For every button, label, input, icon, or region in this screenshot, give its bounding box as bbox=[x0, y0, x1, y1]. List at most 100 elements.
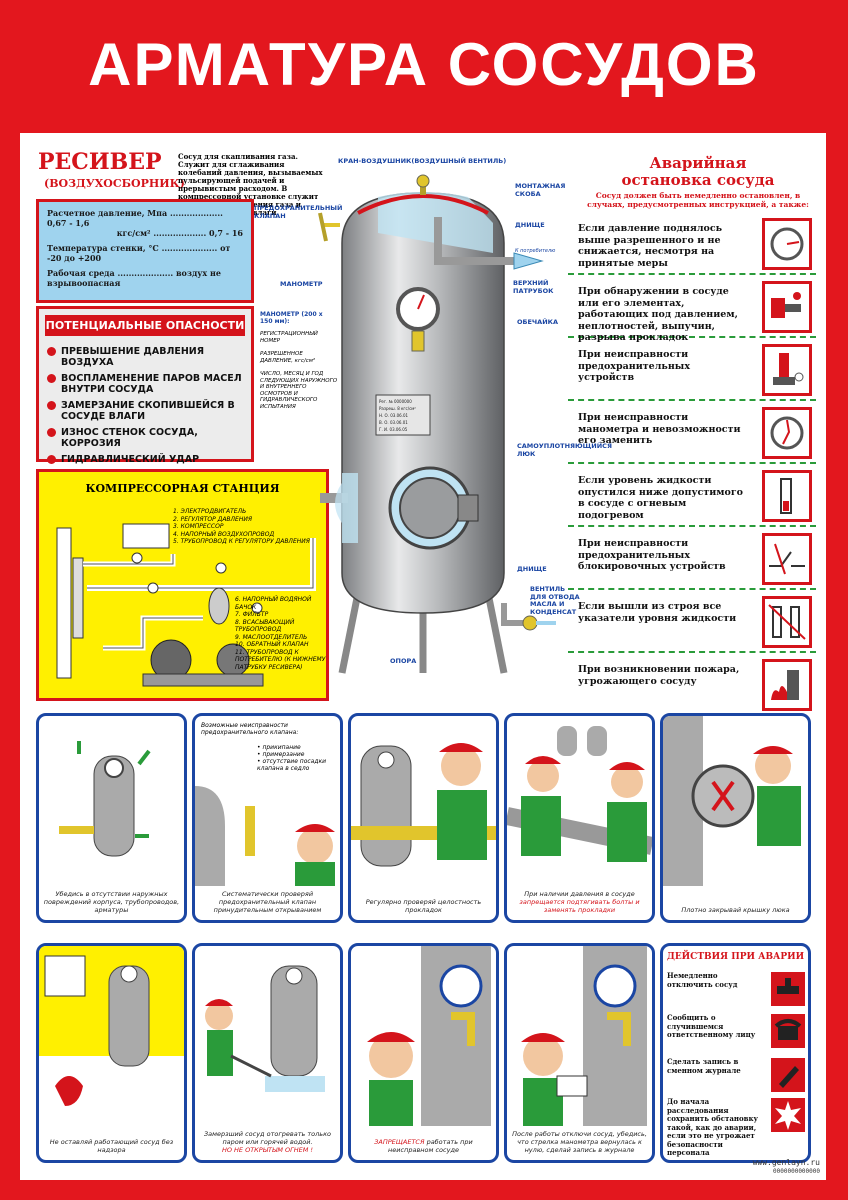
panel-illustration bbox=[195, 786, 335, 886]
panel-title: Возможные неисправности предохранительно… bbox=[201, 722, 299, 736]
label-support: ОПОРА bbox=[390, 657, 417, 665]
accident-row: Немедленно отключить сосуд bbox=[667, 971, 807, 1006]
label-shell: ОБЕЧАЙКА bbox=[517, 318, 558, 326]
valve-off-icon bbox=[771, 972, 805, 1006]
level-indicators-icon bbox=[762, 596, 812, 648]
instruction-panel: Убедись в отсутствии наружных повреждени… bbox=[36, 713, 187, 923]
compressor-legend-b: 6. НАПОРНЫЙ ВОДЯНОЙ БАЧОК 7. ФИЛЬТР 8. В… bbox=[235, 596, 326, 671]
emergency-row: Если уровень жидкости опустился ниже доп… bbox=[568, 467, 816, 527]
accident-box: ДЕЙСТВИЯ ПРИ АВАРИИ Немедленно отключить… bbox=[660, 943, 811, 1163]
label-drain-valve: ВЕНТИЛЬ ДЛЯ ОТВОДА МАСЛА И КОНДЕНСАТ bbox=[530, 585, 580, 616]
emergency-row: При возникновении пожара, угрожающего со… bbox=[568, 656, 816, 716]
panel-illustration bbox=[521, 946, 647, 1126]
emergency-row: Если давление поднялось выше разрешенног… bbox=[568, 215, 816, 275]
receiver-heading: РЕСИВЕР (ВОЗДУХОСБОРНИК) bbox=[38, 149, 185, 190]
poster-sheet: РЕСИВЕР (ВОЗДУХОСБОРНИК) Сосуд для скапл… bbox=[20, 133, 826, 1180]
panel-illustration bbox=[507, 726, 652, 862]
panel-illustration bbox=[351, 743, 496, 867]
emergency-row: При неисправности предохранительных блок… bbox=[568, 530, 816, 590]
svg-text:Н. О. 03.06.01: Н. О. 03.06.01 bbox=[379, 413, 409, 418]
safety-valve-icon bbox=[762, 344, 812, 396]
instruction-panel: Регулярно проверяй целостность прокладок bbox=[348, 713, 499, 923]
leak-icon bbox=[762, 281, 812, 333]
receiver-title: РЕСИВЕР bbox=[38, 149, 162, 175]
receiver-subtitle: (ВОЗДУХОСБОРНИК) bbox=[44, 177, 185, 190]
panel-illustration bbox=[39, 946, 184, 1106]
hazard-item: ГИДРАВЛИЧЕСКИЙ УДАР bbox=[47, 454, 243, 465]
compressor-diagram bbox=[56, 523, 316, 687]
panel-caption: Систематически проверяй предохранительны… bbox=[213, 890, 322, 914]
panel-illustration bbox=[367, 946, 491, 1126]
fire-icon bbox=[762, 659, 812, 711]
phone-icon bbox=[771, 1014, 805, 1048]
instruction-panel: ЗАПРЕЩАЕТСЯ работать при неисправном сос… bbox=[348, 943, 499, 1163]
registration-plate: Рег. № 0000000 Разреш. 8 кгс/см² Н. О. 0… bbox=[379, 399, 416, 432]
footer: www.genlayn.ru 0000000000000 bbox=[753, 1158, 820, 1176]
panel-illustration bbox=[663, 716, 801, 886]
instruction-panel: После работы отключи сосуд, убедись, что… bbox=[504, 943, 655, 1163]
label-upper-pipe: ВЕРХНИЙ ПАТРУБОК bbox=[513, 279, 554, 295]
spec-row: Температура стенки, °С .................… bbox=[47, 243, 231, 263]
emergency-row: При обнаружении в сосуде или его элемент… bbox=[568, 278, 816, 343]
label-bottom-head: ДНИЩЕ bbox=[517, 565, 547, 573]
hazard-item: ПРЕВЫШЕНИЕ ДАВЛЕНИЯ ВОЗДУХА bbox=[47, 346, 243, 368]
svg-text:Рег. № 0000000: Рег. № 0000000 bbox=[379, 399, 412, 404]
hazard-item: ИЗНОС СТЕНОК СОСУДА, КОРРОЗИЯ bbox=[47, 427, 243, 449]
label-top-head: ДНИЩЕ bbox=[515, 221, 545, 229]
panel-caption: Регулярно проверяй целостность прокладок bbox=[365, 898, 482, 914]
label-manometer-range: МАНОМЕТР (200 x 150 мм): bbox=[260, 311, 323, 325]
poster-title: АРМАТУРА СОСУДОВ bbox=[88, 31, 760, 98]
label-valve: КРАН-ВОЗДУШНИК(ВОЗДУШНЫЙ ВЕНТИЛЬ) bbox=[338, 157, 507, 165]
accident-row: Сделать запись в сменном журнале bbox=[667, 1057, 807, 1092]
accident-heading: ДЕЙСТВИЯ ПРИ АВАРИИ bbox=[666, 952, 805, 962]
panel-illustration bbox=[59, 741, 151, 857]
label-consumer: К потребителю bbox=[515, 248, 556, 254]
hazard-item: ВОСПЛАМЕНЕНИЕ ПАРОВ МАСЕЛ ВНУТРИ СОСУДА bbox=[47, 373, 243, 395]
spec-row: Расчетное давление, Мпа ................… bbox=[47, 208, 223, 228]
panel-list: • прикипание • примерзание • отсутствие … bbox=[257, 744, 327, 772]
panel-caption: После работы отключи сосуд, убедись, что… bbox=[512, 1130, 647, 1154]
spec-row: Рабочая среда .................... возду… bbox=[47, 268, 221, 288]
svg-text:В. О. 03.06.01: В. О. 03.06.01 bbox=[379, 420, 408, 425]
accident-row: До начала расследования сохранить обстан… bbox=[667, 1097, 807, 1158]
emergency-row: При неисправности предохранительных устр… bbox=[568, 341, 816, 401]
panel-caption: Убедись в отсутствии наружных повреждени… bbox=[43, 890, 180, 914]
hazards-box: ПОТЕНЦИАЛЬНЫЕ ОПАСНОСТИ ПРЕВЫШЕНИЕ ДАВЛЕ… bbox=[36, 306, 254, 465]
hazards-heading: ПОТЕНЦИАЛЬНЫЕ ОПАСНОСТИ bbox=[45, 315, 245, 336]
instruction-panel: Возможные неисправности предохранительно… bbox=[192, 713, 343, 923]
blast-icon bbox=[771, 1098, 805, 1132]
compressor-heading: КОМПРЕССОРНАЯ СТАНЦИЯ bbox=[85, 482, 280, 495]
panel-caption: ЗАПРЕЩАЕТСЯ работать при неисправном сос… bbox=[374, 1138, 473, 1154]
instruction-panel: Не оставляй работающий сосуд без надзора bbox=[36, 943, 187, 1163]
label-reg-number: РЕГИСТРАЦИОННЫЙ НОМЕР bbox=[260, 331, 318, 344]
footer-code: 0000000000000 bbox=[773, 1168, 820, 1175]
label-inspection: ЧИСЛО, МЕСЯЦ И ГОД СЛЕДУЮЩИХ НАРУЖНОГО И… bbox=[260, 371, 338, 410]
interlock-icon bbox=[762, 533, 812, 585]
panel-caption: Не оставляй работающий сосуд без надзора bbox=[49, 1138, 174, 1154]
emergency-row: При неисправности манометра и невозможно… bbox=[568, 404, 816, 464]
spec-row: кгс/см² ................... 0,7 - 16 bbox=[116, 228, 243, 238]
label-manometer: МАНОМЕТР bbox=[280, 280, 323, 288]
broken-gauge-icon bbox=[762, 407, 812, 459]
svg-text:Разреш. 8 кгс/см²: Разреш. 8 кгс/см² bbox=[379, 406, 416, 411]
panel-caption: Замерзший сосуд отогревать только паром … bbox=[203, 1130, 332, 1154]
instruction-panel: Замерзший сосуд отогревать только паром … bbox=[192, 943, 343, 1163]
accident-row: Сообщить о случившемся ответственному ли… bbox=[667, 1013, 807, 1048]
level-icon bbox=[762, 470, 812, 522]
compressor-box: КОМПРЕССОРНАЯ СТАНЦИЯ 1. ЭЛЕКТРОДВИГАТЕЛ… bbox=[36, 469, 329, 701]
svg-text:Г. И. 03.06.05: Г. И. 03.06.05 bbox=[379, 427, 408, 432]
hazard-item: ЗАМЕРЗАНИЕ СКОПИВШЕЙСЯ В СОСУДЕ ВЛАГИ bbox=[47, 400, 243, 422]
receiver-diagram: Рег. № 0000000 Разреш. 8 кгс/см² Н. О. 0… bbox=[318, 174, 556, 674]
label-hatch: САМОУПЛОТНЯЮЩИЙСЯ ЛЮК bbox=[517, 442, 612, 458]
label-allowed-pressure: РАЗРЕШЕННОЕ ДАВЛЕНИЕ, кгс/см² bbox=[260, 351, 316, 364]
label-bracket: МОНТАЖНАЯ СКОБА bbox=[515, 182, 566, 198]
instruction-panel: Плотно закрывай крышку люка bbox=[660, 713, 811, 923]
panel-caption: Плотно закрывай крышку люка bbox=[681, 906, 790, 914]
label-safety-valve: ПРЕДОХРАНИТЕЛЬНЫЙ КЛАПАН bbox=[254, 204, 343, 220]
emergency-heading: Аварийная остановка сосуда Сосуд должен … bbox=[587, 154, 809, 210]
compressor-legend-a: 1. ЭЛЕКТРОДВИГАТЕЛЬ 2. РЕГУЛЯТОР ДАВЛЕНИ… bbox=[173, 508, 310, 545]
pen-icon bbox=[771, 1058, 805, 1092]
receiver-specs: Расчетное давление, Мпа ................… bbox=[36, 199, 254, 303]
